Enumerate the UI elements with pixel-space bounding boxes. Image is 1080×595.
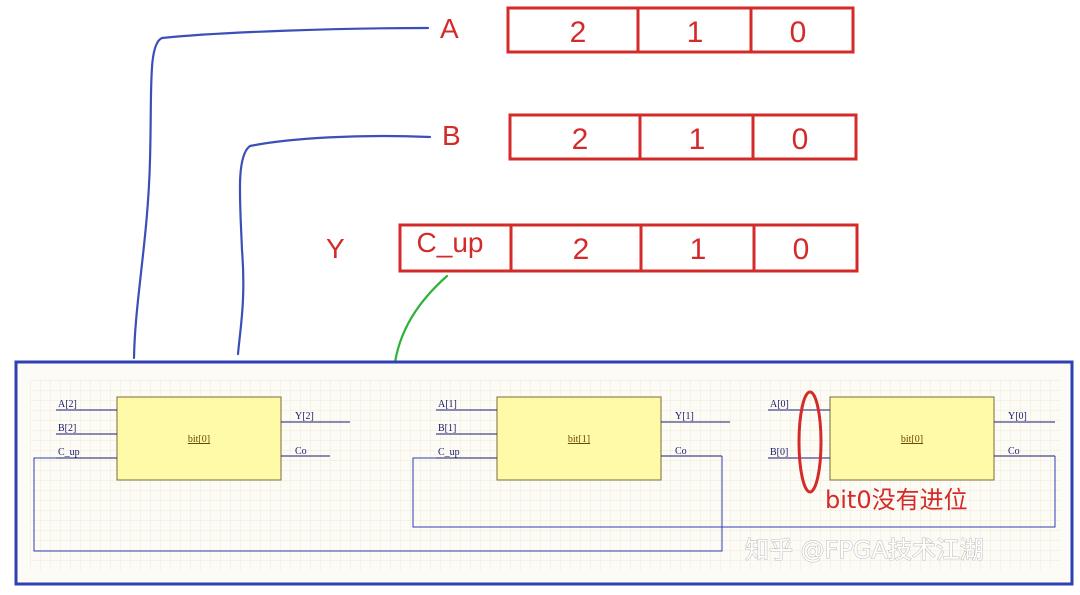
adder-block-1-name: bit[0] [188,434,210,445]
adder-block-3-in-b: B[0] [770,447,788,458]
register-y-carry: C_up [417,227,484,258]
adder-block-2-in-cup: C_up [438,447,460,458]
adder-block-2-out-y: Y[1] [675,411,694,422]
adder-block-1-in-cup: C_up [58,447,80,458]
register-y-bit1: 1 [690,233,707,266]
watermark: 知乎 @FPGA技术江湖 [745,536,984,564]
adder-block-2-out-co: Co [675,446,687,457]
register-a-bit1: 1 [687,16,704,49]
adder-block-2-name: bit[1] [568,434,590,445]
register-b-bit1: 1 [689,123,706,156]
no-carry-annotation: bit0没有进位 [825,486,968,514]
register-y: Y C_up 2 1 0 [326,223,859,273]
adder-block-1-in-a: A[2] [58,399,77,410]
adder-block-1: bit[0] A[2] B[2] C_up Y[2] Co [56,396,350,481]
adder-block-3-out-y: Y[0] [1008,411,1027,422]
register-b-label: B [442,120,461,151]
adder-block-3-in-a: A[0] [770,399,789,410]
register-a-bit2: 2 [570,16,587,49]
register-b-bit0: 0 [792,123,809,156]
register-a-label: A [440,13,459,44]
adder-block-1-out-co: Co [295,446,307,457]
register-b-bit2: 2 [572,123,589,156]
register-a: A 2 1 0 [440,6,855,54]
register-y-bit2: 2 [573,233,590,266]
register-b: B 2 1 0 [442,113,858,161]
adder-block-3-out-co: Co [1008,446,1020,457]
register-y-bit0: 0 [793,233,810,266]
adder-block-2: bit[1] A[1] B[1] C_up Y[1] Co [436,396,730,481]
carry-wire-block2-to-block1 [33,456,723,552]
wire-a-to-schematic [132,26,430,360]
adder-block-3-name: bit[0] [901,434,923,445]
adder-block-1-out-y: Y[2] [295,411,314,422]
register-y-label: Y [326,233,345,264]
no-carry-highlight [797,390,823,494]
register-a-bit0: 0 [790,16,807,49]
schematic-panel: bit[0] A[2] B[2] C_up Y[2] Co bit[1] A[1… [14,360,1074,586]
adder-block-2-in-b: B[1] [438,423,456,434]
adder-block-2-in-a: A[1] [438,399,457,410]
wire-b-to-schematic [236,134,432,356]
adder-block-3: bit[0] A[0] B[0] Y[0] Co [768,396,1055,481]
carry-wire-block3-to-block2 [412,456,1056,528]
adder-block-1-in-b: B[2] [58,423,76,434]
